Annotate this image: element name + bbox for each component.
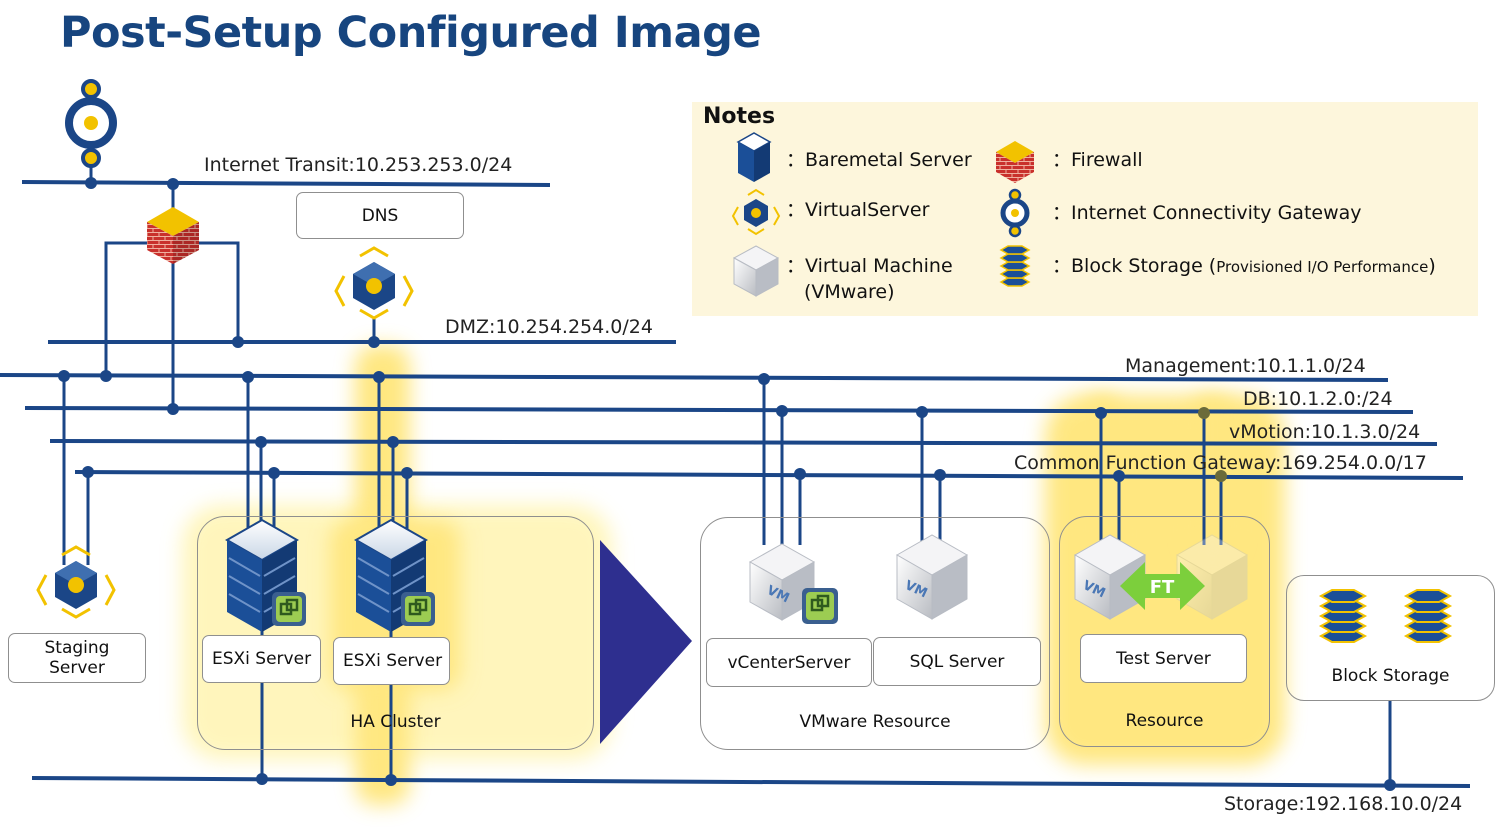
notes-panel [692, 102, 1478, 316]
legend-gateway-label: ：Internet Connectivity Gateway [1052, 202, 1362, 224]
ha-cluster-label: HA Cluster [350, 712, 441, 732]
block-storage-icon-1 [1318, 589, 1368, 643]
block-storage-group [1286, 575, 1495, 701]
staging-line2: Server [49, 658, 105, 678]
esxi-server-2-icon [353, 518, 435, 632]
ha-cluster-group [197, 516, 594, 750]
sql-server-box: SQL Server [873, 637, 1041, 686]
legend-virtualserver-label: ：VirtualServer [786, 199, 930, 221]
block-storage-icon-2 [1403, 589, 1453, 643]
legend-baremetal-label: ：Baremetal Server [786, 149, 972, 171]
resource-label: Resource [1125, 711, 1204, 731]
vmware-resource-label: VMware Resource [799, 712, 951, 732]
block-storage-label: Block Storage [1331, 666, 1450, 686]
ft-double-arrow: FT [1120, 562, 1205, 610]
storage-label: Storage:192.168.10.0/24 [1224, 793, 1463, 815]
legend-vm-label-line2: (VMware) [804, 281, 895, 303]
legend-block-suffix: ) [1428, 255, 1436, 277]
sql-vm-icon: VM [895, 534, 969, 620]
dns-virtual-server-icon [334, 246, 414, 320]
esxi-server-1-box: ESXi Server [202, 635, 321, 683]
db-line [24, 406, 1414, 414]
legend-firewall-label: ：Firewall [1052, 149, 1143, 171]
internet-transit-line [21, 180, 551, 187]
storage-line [31, 776, 1471, 788]
internet-transit-label: Internet Transit:10.253.253.0/24 [204, 154, 513, 176]
dmz-label: DMZ:10.254.254.0/24 [445, 316, 653, 338]
junction-dots [58, 177, 1396, 791]
management-label: Management:10.1.1.0/24 [1125, 355, 1366, 377]
vmotion-label: vMotion:10.1.3.0/24 [1229, 421, 1421, 443]
staging-virtual-server-icon [36, 545, 116, 619]
network-lines [0, 180, 1471, 788]
management-line [0, 373, 1389, 382]
staging-server-box: Staging Server [8, 633, 146, 683]
common-gateway-label: Common Function Gateway:169.254.0.0/17 [1014, 452, 1427, 474]
esxi-server-1-icon [224, 518, 306, 632]
vmware-resource-group [700, 517, 1050, 750]
legend-block-prefix: ：Block Storage ( [1052, 255, 1217, 277]
staging-line1: Staging [44, 638, 110, 658]
firewall-icon [147, 207, 199, 264]
test-server-box: Test Server [1080, 634, 1247, 683]
db-label: DB:10.1.2.0:/24 [1243, 388, 1393, 410]
legend-block-storage-label: ：Block Storage (Provisioned I/O Performa… [1052, 254, 1436, 279]
legend-block-small: Provisioned I/O Performance [1216, 258, 1429, 276]
notes-title: Notes [703, 104, 776, 129]
ft-label: FT [1150, 577, 1175, 598]
internet-gateway-icon [65, 79, 117, 168]
transition-arrow [600, 540, 692, 744]
legend-vm-label: ：Virtual Machine [786, 255, 953, 277]
resource-group [1059, 516, 1270, 747]
page-title: Post-Setup Configured Image [60, 8, 762, 58]
vcenter-server-box: vCenterServer [706, 638, 872, 687]
common-gateway-line [74, 470, 1464, 480]
vmotion-line [49, 439, 1438, 446]
dns-box: DNS [296, 192, 464, 239]
vcenter-vm-icon: VM [748, 543, 838, 624]
esxi-server-2-box: ESXi Server [333, 637, 450, 685]
